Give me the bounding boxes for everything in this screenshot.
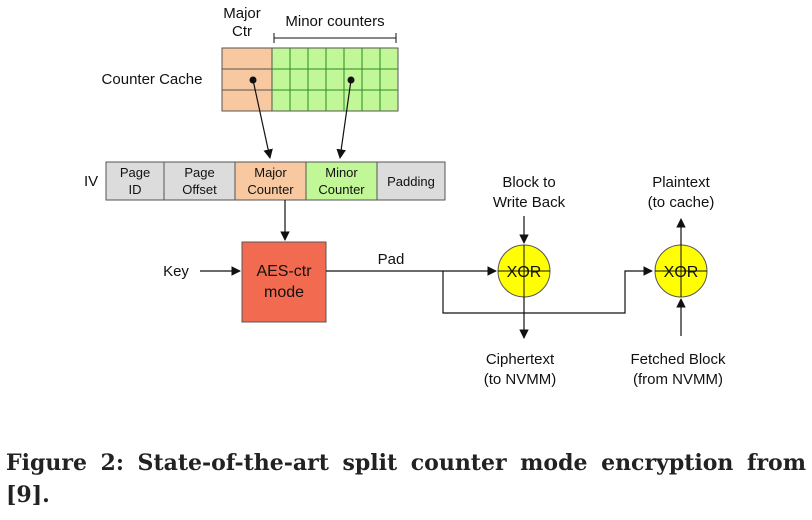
aes-label-line2: mode [264, 284, 304, 301]
major-to-iv-arrow [252, 79, 273, 159]
pad-branch-line [442, 266, 653, 314]
iv-field-label: Counter [247, 182, 294, 197]
counter-cache-grid [222, 48, 398, 111]
aes-label: AES-ctr [256, 263, 312, 280]
iv-field-box [305, 161, 378, 201]
pad-label: Pad [378, 251, 405, 268]
fetched-block-label: Fetched Block [630, 351, 726, 368]
fetched-block-label-line2: (from NVMM) [633, 371, 723, 388]
iv-field-box [163, 161, 236, 201]
major-ctr-label-line2: Ctr [232, 23, 252, 40]
figure-caption: Figure 2: State-of-the-art split counter… [6, 450, 806, 508]
plaintext-label: Plaintext [652, 174, 710, 191]
xor-label-2: XOR [664, 264, 699, 281]
minor-counters-bracket [273, 33, 397, 43]
counter-cache-label: Counter Cache [102, 71, 203, 88]
encryption-diagram: Major Ctr Minor counters Counter Cache I… [84, 5, 726, 388]
xor-decrypt: XOR [654, 244, 708, 298]
iv-field-label: Minor [325, 165, 358, 180]
minor-counters-label: Minor counters [285, 13, 384, 30]
counter-cache [221, 47, 399, 112]
iv-field-label: Major [254, 165, 287, 180]
iv-field-box [105, 161, 165, 201]
iv-field-label: ID [129, 182, 142, 197]
iv-field-box [234, 161, 307, 201]
iv-field-label: Page [120, 165, 150, 180]
block-write-back-label: Block to [502, 174, 555, 191]
iv-field-label: Page [184, 165, 214, 180]
iv-fields: PageIDPageOffsetMajorCounterMinorCounter… [105, 161, 446, 201]
xor-label: XOR [507, 264, 542, 281]
aes-ctr-block: AES-ctr mode [241, 241, 327, 323]
counter-cache-major [221, 47, 273, 112]
plaintext-label-line2: (to cache) [648, 194, 715, 211]
key-label: Key [163, 263, 189, 280]
minor-to-iv-arrow [336, 79, 352, 159]
ciphertext-label-line2: (to NVMM) [484, 371, 557, 388]
iv-field-label: Padding [387, 174, 435, 189]
iv-field-label: Offset [182, 182, 217, 197]
block-write-back-label-line2: Write Back [493, 194, 566, 211]
ciphertext-label: Ciphertext [486, 351, 555, 368]
iv-field-label: Counter [318, 182, 365, 197]
iv-field-4: Padding [376, 161, 446, 201]
iv-label: IV [84, 173, 98, 190]
counter-cache-minor [271, 47, 399, 112]
iv-field-box [376, 161, 446, 201]
xor-encrypt: XOR [497, 244, 551, 298]
major-ctr-label: Major [223, 5, 261, 22]
